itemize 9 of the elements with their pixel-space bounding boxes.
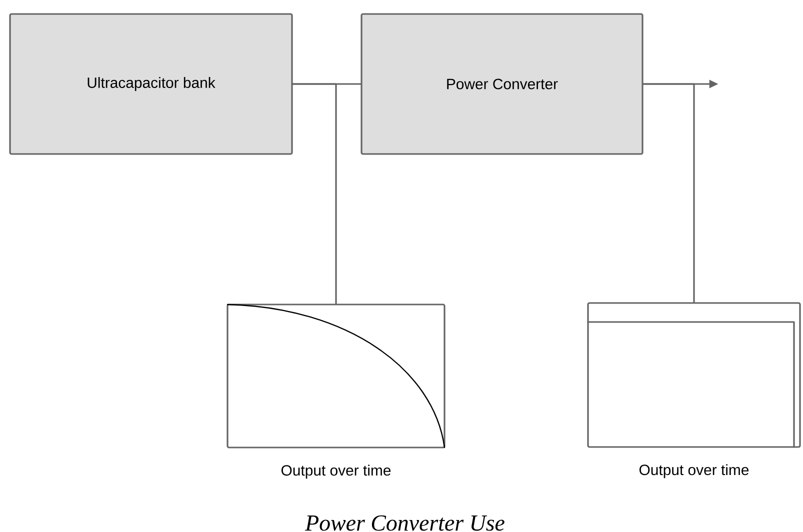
chart-box xyxy=(226,304,446,448)
caption-text: Output over time xyxy=(281,464,391,479)
connector xyxy=(642,83,695,303)
caption: Power Converter Use xyxy=(304,515,504,531)
connector xyxy=(292,83,337,304)
process-box: Power Converter xyxy=(360,13,644,155)
process-box: Ultracapacitor bank xyxy=(9,13,293,155)
caption-text: Output over time xyxy=(639,464,749,478)
chart-box xyxy=(587,302,801,448)
